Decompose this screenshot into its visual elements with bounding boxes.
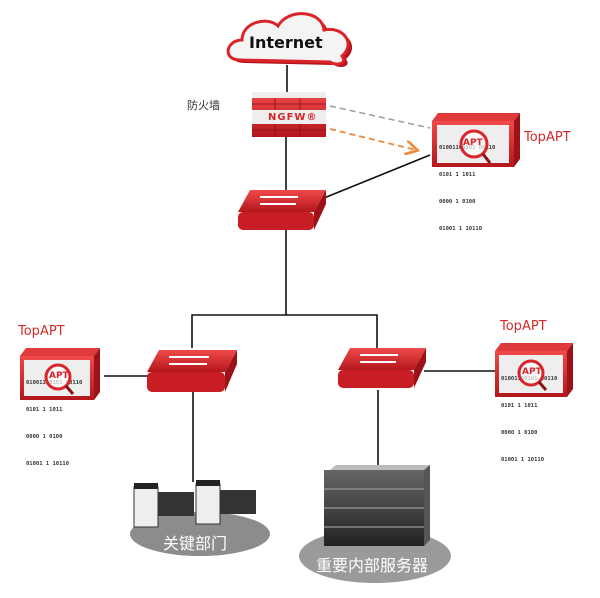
servers-label: 重要内部服务器 — [315, 556, 429, 575]
binary-row: 0101 1 1011 — [501, 403, 538, 409]
binary-row: 01001 1 10110 — [501, 457, 545, 463]
binary-row: 01001100101 00110 — [26, 380, 83, 386]
mirror-arrow — [329, 128, 416, 150]
binary-row: 0000 1 0100 — [439, 199, 476, 205]
server-rack-icon — [324, 465, 430, 546]
apt-binary-left: 01001100101 00110 0101 1 1011 0000 1 010… — [26, 361, 82, 478]
binary-row: 01001 1 10110 — [26, 461, 70, 467]
dept-label: 关键部门 — [162, 534, 228, 553]
internet-label: Internet — [249, 33, 323, 52]
firewall-icon — [252, 92, 326, 137]
topapt-label-right: TopAPT — [500, 319, 547, 334]
binary-row: 0000 1 0100 — [26, 434, 63, 440]
binary-row: 0101 1 1011 — [26, 407, 63, 413]
left-switch-icon — [147, 350, 237, 392]
core-switch-icon — [238, 190, 326, 230]
binary-row: 0000 1 0100 — [501, 430, 538, 436]
internet-cloud-icon — [226, 12, 353, 67]
computers-icon — [133, 480, 256, 528]
link-core-switch-apt — [323, 154, 431, 199]
topapt-label-top: TopAPT — [524, 130, 571, 145]
topapt-label-left: TopAPT — [18, 324, 65, 339]
link-distribution-bus — [191, 314, 378, 348]
dashed-link-firewall-apt — [329, 105, 431, 129]
firewall-label: 防火墙 — [187, 99, 220, 112]
apt-screen-text-right: APT — [522, 367, 542, 377]
right-switch-icon — [338, 348, 426, 388]
links — [104, 65, 496, 482]
ngfw-badge: NGFW® — [268, 112, 318, 123]
dept-base — [130, 512, 270, 556]
binary-row: 01001 1 10110 — [439, 226, 483, 232]
apt-screen-text-top: APT — [463, 138, 483, 148]
apt-screen-text-left: APT — [49, 371, 69, 381]
binary-row: 0101 1 1011 — [439, 172, 476, 178]
